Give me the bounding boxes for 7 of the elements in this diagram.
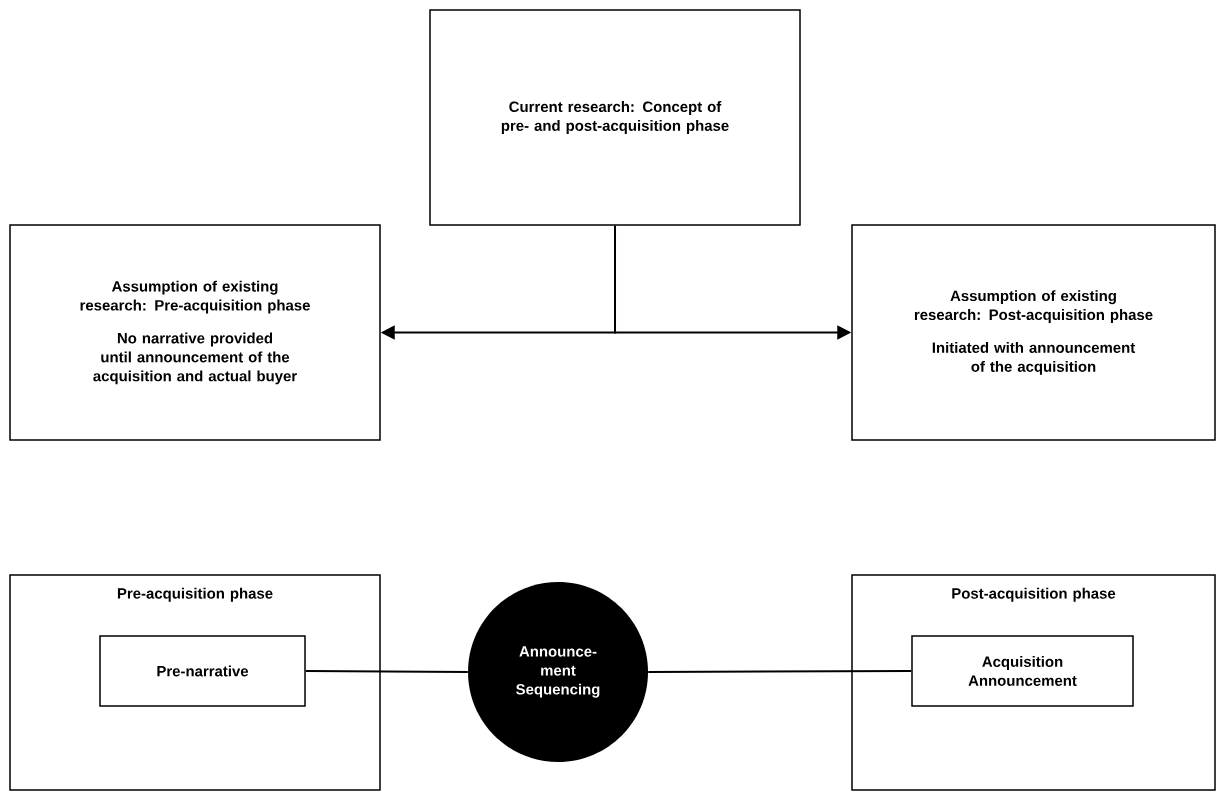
- text-box: Assumption of existing research: Pre-acquisition phase No narrative provided until announcement of the acquisition and actual buyer: [9, 224, 381, 441]
- text-box: Assumption of existing research: Post-acquisition phase Initiated with announcement of the acquisition: [851, 224, 1216, 441]
- connector: [304, 670, 469, 673]
- connector: [647, 670, 913, 673]
- text-box: Acquisition Announcement: [911, 635, 1134, 707]
- text-box: Pre-narrative: [99, 635, 306, 707]
- text-box: Current research: Concept of pre- and post-acquisition phase: [429, 9, 801, 226]
